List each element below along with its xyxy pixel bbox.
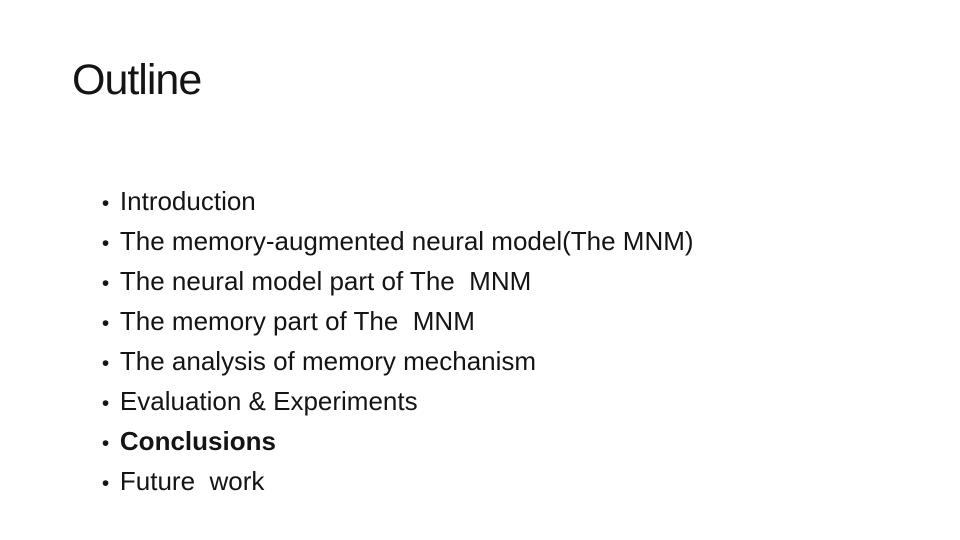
bullet-item: • Introduction: [73, 141, 930, 216]
bullet-icon: •: [101, 192, 110, 215]
bullet-icon: •: [101, 232, 110, 255]
bullet-item: • The memory-augmented neural model(The M…: [73, 181, 930, 256]
bullet-item: • The memory part of The MNM: [73, 261, 930, 336]
bullet-item: • Conclusions: [73, 381, 930, 456]
bullet-text: Conclusions: [119, 426, 276, 456]
bullet-list: • Introduction • The memory-augmented neur…: [73, 141, 930, 496]
bullet-text: The neural model part of The MNM: [119, 266, 532, 296]
bullet-icon: •: [101, 472, 110, 495]
bullet-text: The memory-augmented neural model(The MN…: [119, 226, 694, 256]
bullet-text: Evaluation & Experiments: [119, 386, 418, 416]
bullet-icon: •: [101, 432, 110, 455]
bullet-text: Future work: [119, 466, 265, 496]
bullet-icon: •: [101, 312, 110, 335]
slide-title: Outline: [72, 56, 202, 104]
bullet-text: Introduction: [119, 186, 256, 216]
bullet-item: • The neural model part of The MNM: [73, 221, 930, 296]
bullet-text: The analysis of memory mechanism: [119, 346, 537, 376]
bullet-item: • The analysis of memory mechanism: [73, 301, 930, 376]
bullet-item: • Future work: [73, 421, 930, 496]
bullet-item: • Evaluation & Experiments: [73, 341, 930, 416]
bullet-icon: •: [101, 392, 110, 415]
bullet-text: The memory part of The MNM: [119, 306, 475, 336]
bullet-icon: •: [101, 352, 110, 375]
bullet-icon: •: [101, 272, 110, 295]
